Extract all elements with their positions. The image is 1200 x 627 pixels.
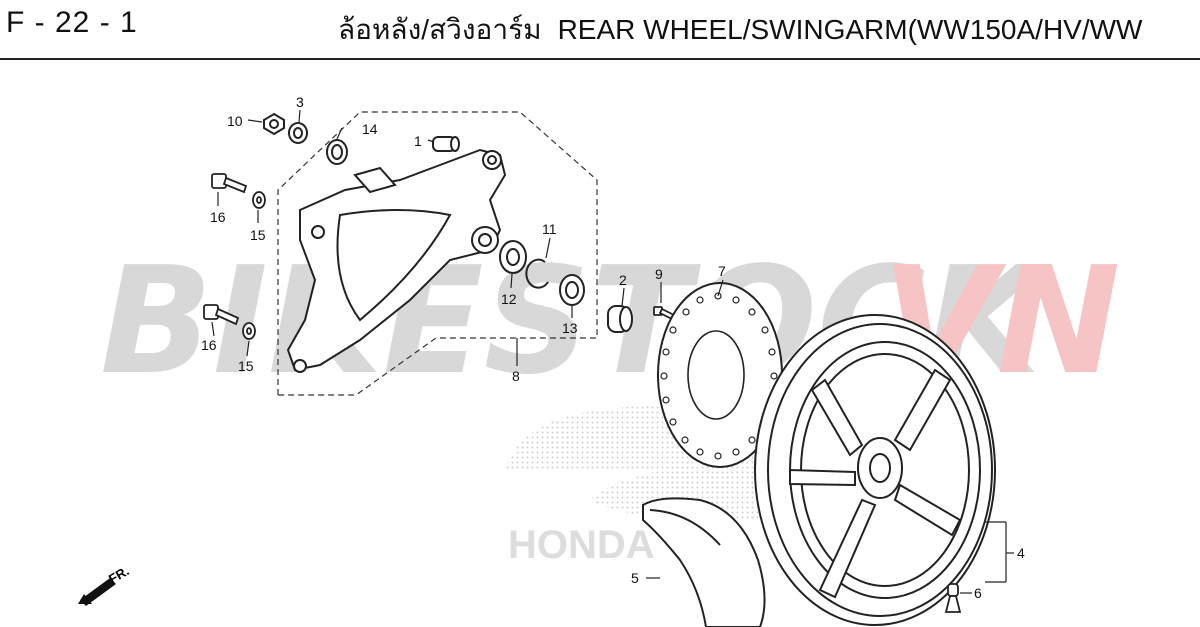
callout-11: 11	[542, 221, 557, 237]
callout-6: 6	[974, 585, 982, 601]
callout-1: 1	[414, 133, 422, 149]
part-11-circlip	[525, 258, 549, 289]
honda-logo-text: HONDA	[508, 523, 655, 567]
callout-4: 4	[1017, 545, 1025, 561]
callout-13: 13	[562, 320, 578, 336]
part-16-bolt-lower	[203, 304, 240, 326]
callout-16-upper: 16	[210, 209, 226, 225]
callout-2: 2	[619, 272, 627, 288]
part-12-bearing	[499, 240, 527, 274]
callout-9: 9	[655, 266, 663, 282]
callout-labels: 10 3 14 1 16 15 16 15 11 12 13 2 9 7 8 5…	[201, 94, 1025, 601]
leader-lines	[211, 109, 1014, 594]
callout-7: 7	[718, 263, 726, 279]
part-2-collar	[607, 305, 633, 333]
callout-15-lower: 15	[238, 358, 254, 374]
page-title: ล้อหลัง/สวิงอาร์ม REAR WHEEL/SWINGARM(WW1…	[338, 8, 1200, 52]
title-thai: ล้อหลัง/สวิงอาร์ม	[338, 14, 542, 45]
part-15-washer-upper	[252, 191, 266, 209]
part-7-brake-disc	[657, 282, 783, 468]
front-arrow-icon	[80, 578, 116, 606]
part-13-seal	[559, 274, 585, 306]
callout-8: 8	[512, 368, 520, 384]
part-15-washer-lower	[242, 322, 256, 340]
header-divider	[0, 58, 1200, 60]
callout-12: 12	[501, 291, 517, 307]
callout-3: 3	[296, 94, 304, 110]
callout-14: 14	[362, 121, 378, 137]
callout-15-upper: 15	[250, 227, 266, 243]
callout-10: 10	[227, 113, 243, 129]
figure-code: F - 22 - 1	[6, 6, 138, 39]
callout-16-lower: 16	[201, 337, 217, 353]
part-14-seal	[326, 139, 348, 165]
swingarm	[286, 148, 507, 373]
part-16-bolt-upper	[211, 173, 248, 194]
part-9-bolt	[653, 306, 676, 321]
part-6-valve	[944, 583, 962, 613]
part-1-collar	[432, 136, 460, 152]
part-10-nut	[263, 112, 285, 136]
swingarm-assembly-outline	[277, 111, 598, 396]
title-english: REAR WHEEL/SWINGARM(WW150A/HV/WW	[557, 14, 1143, 45]
callout-5: 5	[631, 570, 639, 586]
part-3-collar	[288, 122, 308, 144]
part-4-rear-wheel	[754, 314, 996, 626]
front-direction-marker: FR.	[78, 563, 132, 606]
part-5-tire	[642, 497, 766, 627]
